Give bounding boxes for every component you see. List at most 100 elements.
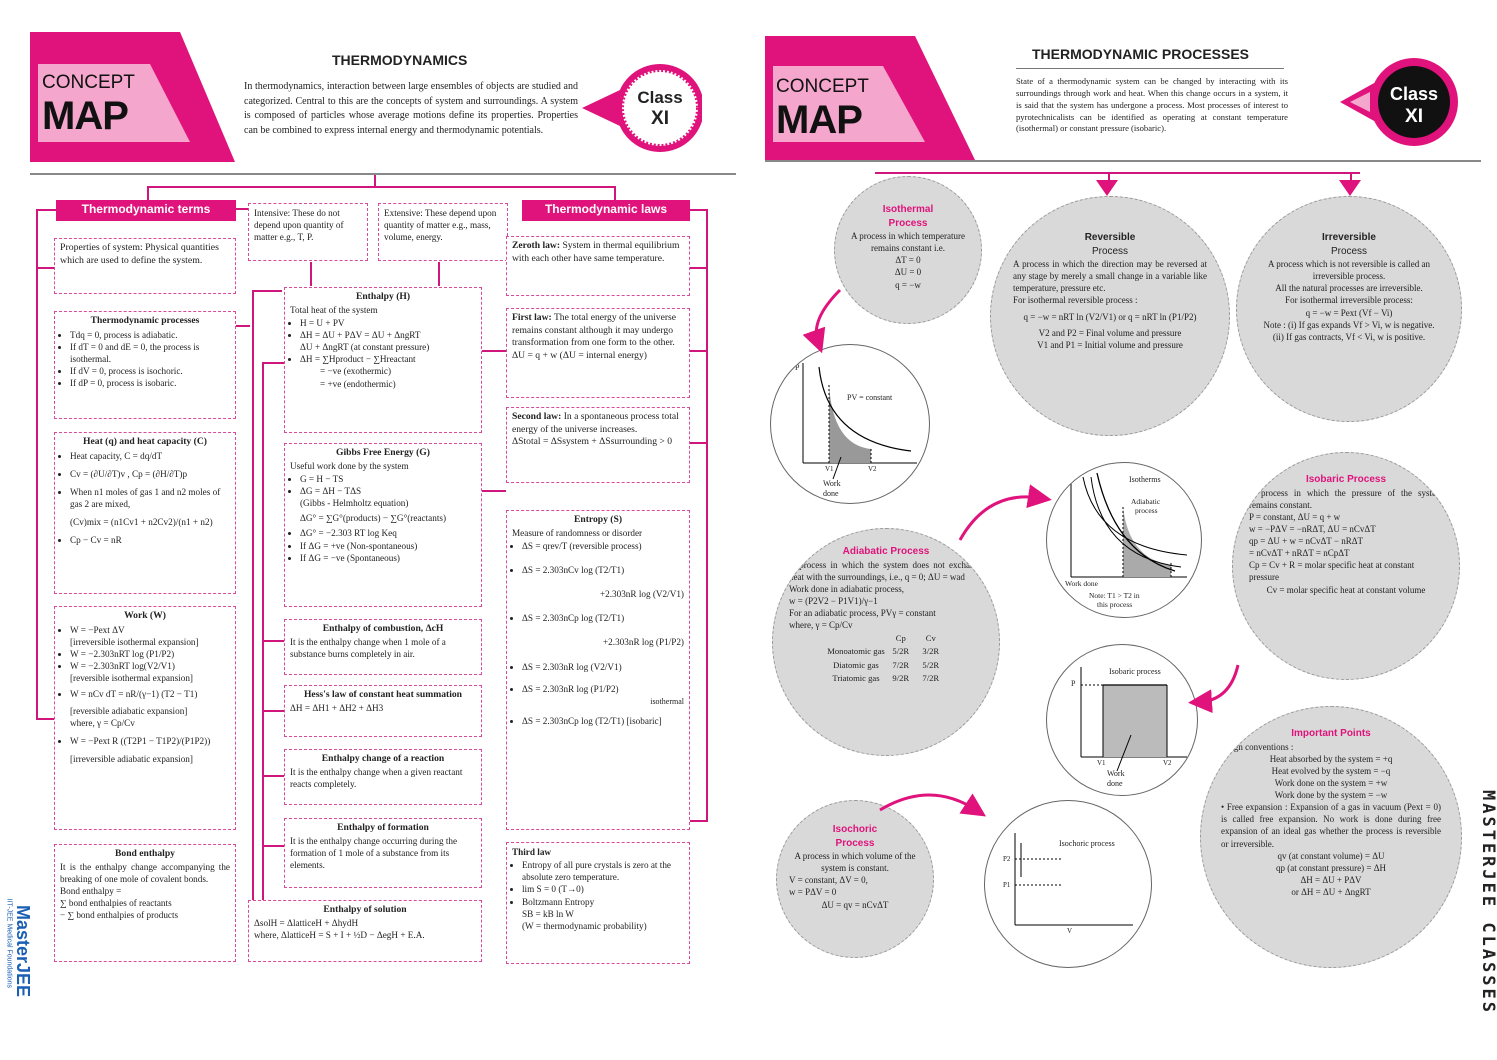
- table-cell: 7/2R: [922, 673, 940, 684]
- enthalpy-line: H = U + PV: [300, 317, 476, 329]
- solution-line: where, ΔlatticeH = S + I + ½D − ΔegH + E…: [254, 929, 425, 940]
- reversible-line: For isothermal reversible process :: [1013, 295, 1138, 306]
- solution-title: Enthalpy of solution: [323, 904, 407, 915]
- graph-label: P: [795, 363, 800, 372]
- table-header: Cp: [895, 633, 906, 644]
- entropy-line: ΔS = 2.303nR log (P1/P2): [522, 683, 684, 695]
- work-item: W = −Pext R ((T2P1 − T1P2)/(P1P2)): [70, 735, 230, 747]
- important-line: Heat absorbed by the system = +q: [1269, 753, 1393, 764]
- work-item: [irreversible isothermal expansion]: [70, 636, 199, 647]
- gibbs-line: G = H − TS: [300, 473, 476, 485]
- work-item: [reversible isothermal expansion]: [70, 673, 193, 684]
- isochoric-title: Isochoric: [832, 824, 878, 835]
- important-line: qv (at constant volume) = ΔU: [1277, 850, 1385, 861]
- reversible-line: V1 and P1 = Initial volume and pressure: [1037, 339, 1183, 350]
- irreversible-line: Note : (i) If gas expands Vf > Vi, w is …: [1263, 319, 1435, 330]
- bond-box: Bond enthalpy It is the enthalpy change …: [54, 844, 236, 962]
- work-item: W = −2.303nRT log(V2/V1): [70, 660, 230, 672]
- right-intro: State of a thermodynamic system can be c…: [1016, 76, 1288, 134]
- class-badge-right-frame: [1340, 58, 1458, 146]
- isochoric-line: V = constant, ΔV = 0,: [789, 875, 868, 886]
- divider: [30, 173, 736, 175]
- isobaric-circle: Isobaric Process A process in which the …: [1232, 452, 1460, 680]
- work-item: W = nCv dT = nR/(γ−1) (T2 − T1): [70, 688, 230, 700]
- reversible-line: q = −w = nRT ln (V2/V1) or q = nRT ln (P…: [1023, 311, 1197, 322]
- graph-label: process: [1135, 506, 1158, 515]
- isobaric-line: = nCvΔT + nRΔT = nCpΔT: [1249, 548, 1350, 559]
- enthalpy-line: ΔU + ΔngRT (at constant pressure): [300, 342, 430, 353]
- process-item: If dT = 0 and dE = 0, the process is iso…: [70, 341, 230, 365]
- table-cell: Triatomic gas: [832, 673, 880, 684]
- reversible-line: A process in which the direction may be …: [1013, 259, 1207, 294]
- brand-subtitle: IIT-JEE Medical Foundations: [5, 898, 13, 989]
- entropy-line: ΔS = 2.303nCp log (T2/T1): [522, 612, 684, 624]
- map-label-right: MAP: [776, 98, 863, 142]
- irreversible-line: All the natural processes are irreversib…: [1275, 283, 1423, 294]
- graph-label: Isobaric process: [1109, 667, 1161, 676]
- isochoric-line: ΔU = qv = nCvΔT: [821, 899, 889, 910]
- third-law-line: lim S = 0 (T→0): [522, 883, 684, 895]
- second-law-label: Second law:: [512, 411, 562, 422]
- enthalpy-line: Total heat of the system: [290, 304, 378, 315]
- side-brand: MASTERJEE CLASSES: [1478, 790, 1497, 1015]
- important-line: qp (at constant pressure) = ΔH: [1275, 862, 1387, 873]
- heat-item: Heat capacity, C = dq/dT: [70, 450, 230, 462]
- first-law-text: The total energy of the universe remains…: [512, 312, 677, 349]
- graph-label: P: [1071, 679, 1076, 688]
- enthalpy-line: ΔH = ∑Hproduct − ∑Hreactant: [300, 353, 476, 365]
- reaction-box: Enthalpy change of a reaction It is the …: [284, 749, 482, 805]
- entropy-line: Measure of randomness or disorder: [512, 527, 643, 538]
- process-item: Tdq = 0, process is adiabatic.: [70, 329, 230, 341]
- class-badge-frame: [582, 64, 702, 152]
- important-line: • Free expansion : Expansion of a gas in…: [1221, 802, 1441, 849]
- reaction-title: Enthalpy change of a reaction: [321, 753, 445, 764]
- isothermal-graph: PV = constant P V1 V2 Work done: [770, 344, 930, 504]
- isochoric-line: A process in which volume of the system …: [794, 851, 916, 874]
- work-item: [reversible adiabatic expansion]: [70, 705, 188, 716]
- formation-title: Enthalpy of formation: [337, 822, 429, 833]
- graph-label: Work done: [1065, 579, 1098, 588]
- formation-text: It is the enthalpy change occurring duri…: [290, 835, 458, 870]
- gibbs-line: ΔG = ΔH − TΔS: [300, 485, 476, 497]
- third-law-line: Entropy of all pure crystals is zero at …: [522, 859, 684, 883]
- entropy-title: Entropy (S): [573, 514, 623, 525]
- concept-label: CONCEPT: [42, 72, 135, 93]
- reversible-title: Process: [1091, 245, 1129, 257]
- gibbs-line: If ΔG = −ve (Spontaneous): [300, 552, 476, 564]
- arrow: [879, 793, 987, 817]
- properties-box: Properties of system: Physical quantitie…: [54, 238, 236, 294]
- isothermal-title: Isothermal: [882, 204, 934, 215]
- graph-label: V1: [825, 465, 834, 473]
- bond-line: ∑ bond enthalpies of reactants: [60, 898, 172, 909]
- solution-line: ΔsolH = ΔlatticeH + ΔhydH: [254, 917, 359, 928]
- table-cell: 3/2R: [922, 645, 940, 656]
- table-cell: 5/2R: [892, 645, 910, 656]
- heat-item: When n1 moles of gas 1 and n2 moles of g…: [70, 486, 230, 510]
- third-law-line: (W = thermodynamic probability): [522, 920, 647, 931]
- work-title: Work (W): [124, 610, 166, 621]
- gibbs-line: (Gibbs - Helmholtz equation): [300, 498, 409, 509]
- irreversible-line: q = −w = Pext (Vf − Vi): [1305, 307, 1393, 318]
- intensive-box: Intensive: These do not depend upon quan…: [248, 203, 368, 261]
- right-page-title: THERMODYNAMIC PROCESSES: [1032, 46, 1250, 62]
- heat-box: Heat (q) and heat capacity (C) Heat capa…: [54, 432, 236, 594]
- isobaric-line: qp = ΔU + w = nCvΔT − nRΔT: [1249, 536, 1364, 547]
- arrow: [802, 288, 842, 354]
- graph-label: Work: [823, 479, 841, 488]
- entropy-box: Entropy (S) Measure of randomness or dis…: [506, 510, 690, 830]
- irreversible-circle: Irreversible Process A process which is …: [1236, 196, 1462, 422]
- reaction-text: It is the enthalpy change when a given r…: [290, 766, 463, 789]
- gibbs-box: Gibbs Free Energy (G) Useful work done b…: [284, 443, 482, 607]
- adiabatic-graph: Isotherms Adiabatic process Work done No…: [1046, 462, 1202, 618]
- table-cell: 9/2R: [892, 673, 910, 684]
- entropy-line: +2.303nR log (P1/P2): [603, 637, 684, 648]
- thermodynamic-laws-header: Thermodynamic laws: [522, 200, 690, 221]
- important-title: Important Points: [1291, 728, 1371, 739]
- bond-line: − ∑ bond enthalpies of products: [60, 910, 179, 921]
- adiabatic-line: w = (P2V2 − P1V1)/γ−1: [789, 595, 878, 606]
- hess-text: ΔH = ΔH1 + ΔH2 + ΔH3: [290, 702, 384, 713]
- isochoric-line: w = PΔV = 0: [789, 887, 837, 898]
- isobaric-line: P = constant, ΔU = q + w: [1249, 511, 1341, 522]
- class-badge-number: XI: [651, 108, 669, 129]
